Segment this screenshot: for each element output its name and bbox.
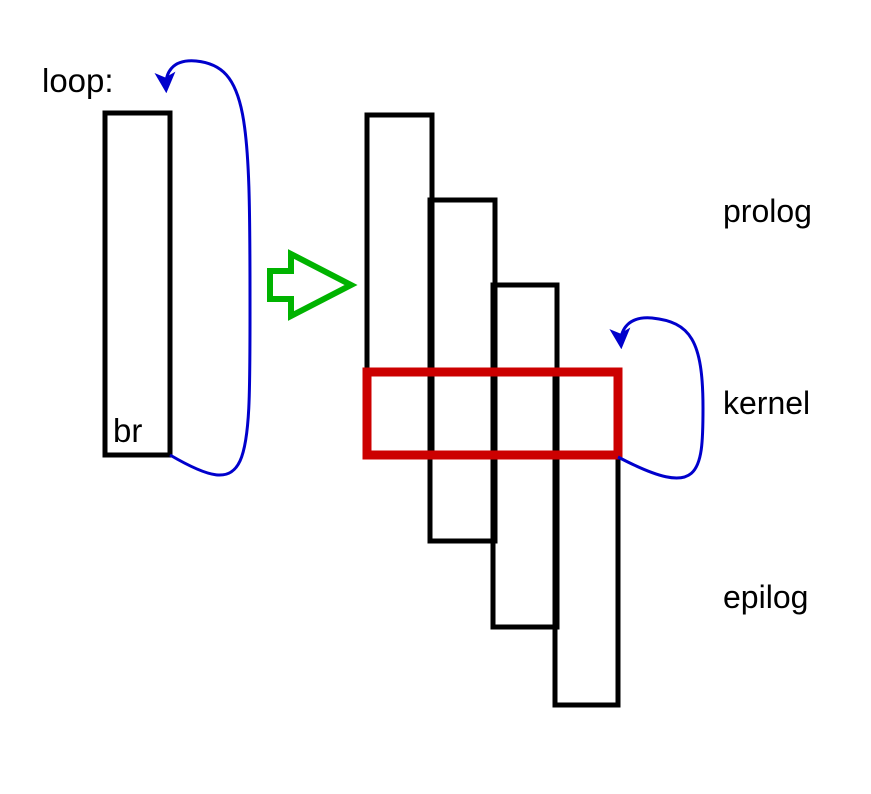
- source-loop-group: loop: br: [42, 59, 252, 477]
- loop-label: loop:: [42, 62, 114, 99]
- kernel-backedge: [609, 316, 705, 480]
- loop-body-box: [102, 110, 173, 458]
- prolog-label: prolog: [723, 193, 812, 229]
- loop-backedge: [154, 59, 252, 477]
- epilog-label: epilog: [723, 579, 808, 615]
- transform-arrow: [267, 249, 358, 321]
- pipeline-stage-box: [552, 369, 621, 708]
- branch-instruction-label: br: [113, 412, 142, 449]
- kernel-label: kernel: [723, 385, 810, 421]
- pipelined-stages-group: [362, 112, 705, 708]
- pipeline-stage-box: [364, 112, 435, 458]
- kernel-highlight-box: [362, 367, 623, 460]
- section-labels-group: prolog kernel epilog: [723, 193, 812, 615]
- transform-arrow-group: [267, 249, 358, 321]
